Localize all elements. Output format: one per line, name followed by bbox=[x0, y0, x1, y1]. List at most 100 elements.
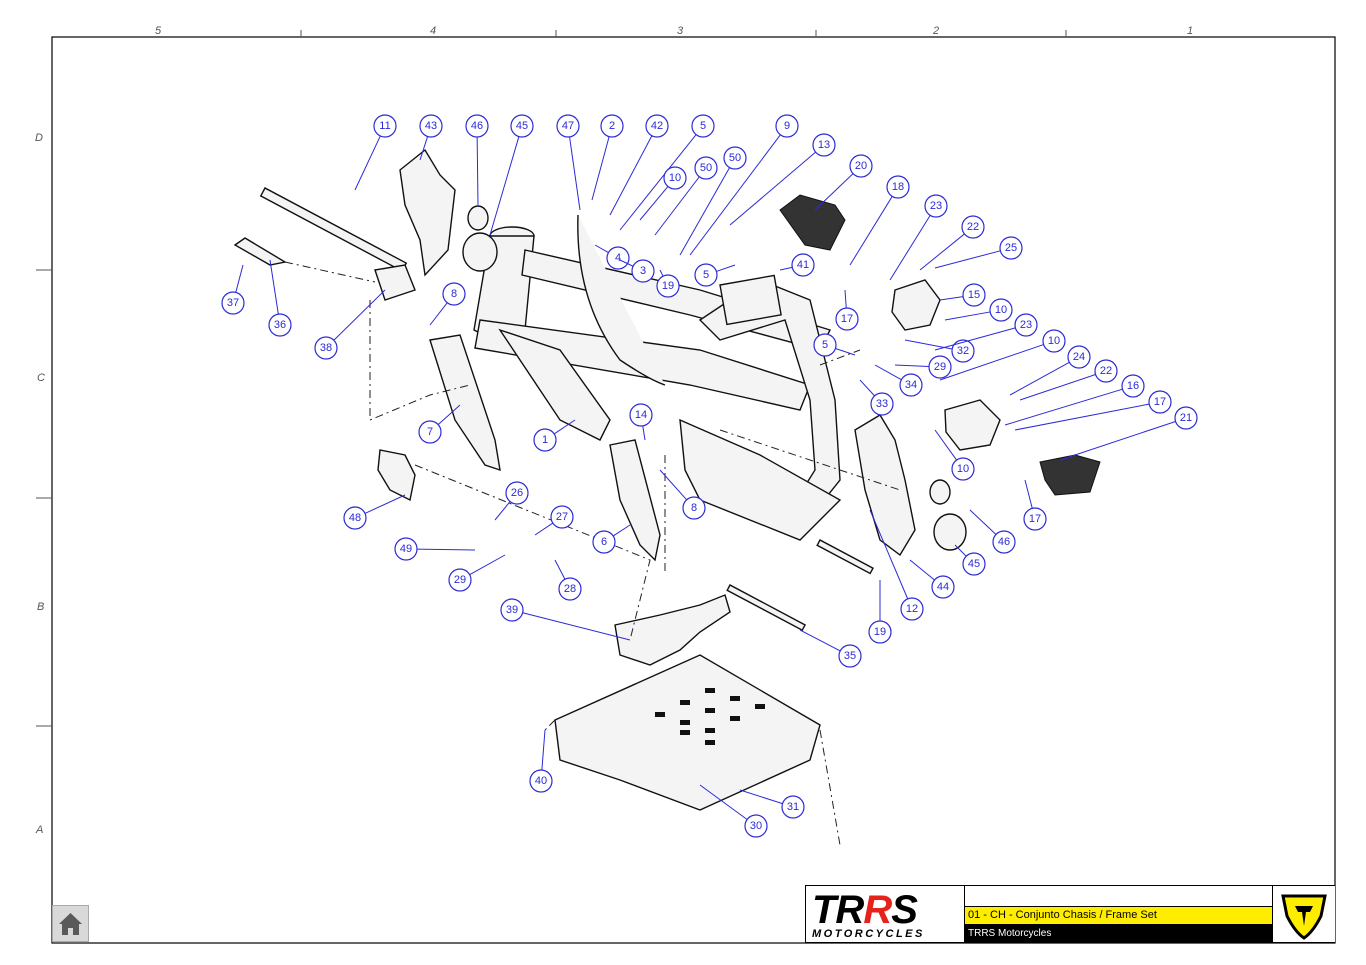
callout-number: 30 bbox=[750, 820, 762, 832]
callout-leader bbox=[639, 186, 669, 221]
callout-number: 19 bbox=[662, 280, 674, 292]
callout-circle bbox=[694, 156, 718, 180]
callout-number: 45 bbox=[968, 558, 980, 570]
callout-leader bbox=[814, 173, 854, 211]
shock-mount-bracket bbox=[719, 274, 782, 326]
callout-number: 39 bbox=[506, 604, 518, 616]
callout-balloon: 2 bbox=[591, 114, 624, 201]
trrs-logo: TRRS MOTORCYCLES bbox=[806, 886, 965, 942]
callout-circle bbox=[645, 114, 669, 138]
callout-leader bbox=[553, 419, 576, 435]
column-grid bbox=[36, 30, 1067, 727]
callout-balloon: 48 bbox=[343, 494, 406, 530]
callout-balloon: 25 bbox=[934, 236, 1023, 269]
callout-number: 33 bbox=[876, 398, 888, 410]
callout-circle bbox=[663, 166, 687, 190]
callout-leader bbox=[364, 494, 406, 514]
callout-number: 50 bbox=[700, 162, 712, 174]
column-label: 5 bbox=[155, 25, 162, 37]
callout-circle bbox=[529, 769, 553, 793]
callout-circle bbox=[744, 814, 768, 838]
callout-number: 22 bbox=[1100, 365, 1112, 377]
callout-leader bbox=[1024, 479, 1033, 509]
callout-leader bbox=[437, 404, 461, 426]
callout-balloon: 41 bbox=[779, 253, 815, 277]
callout-number: 15 bbox=[968, 289, 980, 301]
callout-leader bbox=[419, 136, 429, 161]
callout-balloon: 13 bbox=[729, 133, 836, 226]
callout-balloon: 5 bbox=[619, 114, 715, 231]
callout-leader bbox=[554, 559, 566, 580]
home-icon bbox=[59, 913, 82, 935]
skid-plate-slots bbox=[655, 688, 765, 745]
callout-number: 2 bbox=[609, 120, 615, 132]
home-button[interactable] bbox=[52, 905, 89, 942]
callout-balloon: 29 bbox=[894, 355, 952, 379]
callout-leader bbox=[594, 244, 609, 254]
centerline bbox=[719, 429, 901, 491]
centerline bbox=[369, 300, 471, 421]
callout-number: 49 bbox=[400, 543, 412, 555]
callout-balloon: 44 bbox=[909, 559, 955, 599]
frame-lower-cradle bbox=[679, 418, 842, 541]
callout-circle bbox=[1174, 406, 1198, 430]
rear-linkage bbox=[614, 594, 731, 666]
callout-leader bbox=[869, 509, 909, 600]
callout-circle bbox=[448, 568, 472, 592]
callout-number: 3 bbox=[640, 265, 646, 277]
callout-circle bbox=[221, 291, 245, 315]
callout-balloon: 27 bbox=[534, 505, 574, 536]
callout-number: 29 bbox=[934, 361, 946, 373]
callout-number: 17 bbox=[1154, 396, 1166, 408]
callout-balloon: 45 bbox=[489, 114, 534, 236]
centerline bbox=[284, 261, 376, 283]
callout-leader bbox=[1059, 421, 1176, 461]
callout-circle bbox=[600, 114, 624, 138]
callout-balloon: 28 bbox=[554, 559, 582, 601]
callout-balloon: 22 bbox=[1019, 359, 1118, 401]
callout-circle bbox=[868, 620, 892, 644]
callout-leader bbox=[609, 135, 653, 216]
callout-balloon: 23 bbox=[889, 194, 948, 281]
callout-circle bbox=[992, 530, 1016, 554]
callout-balloon: 17 bbox=[835, 289, 859, 331]
callout-balloon: 23 bbox=[934, 313, 1038, 351]
footpeg-left bbox=[779, 194, 846, 251]
callout-circle bbox=[1148, 390, 1172, 414]
rear-bracket-6 bbox=[609, 439, 661, 562]
callout-circle bbox=[533, 428, 557, 452]
callout-leader bbox=[619, 134, 697, 231]
callout-circle bbox=[550, 505, 574, 529]
callout-number: 42 bbox=[651, 120, 663, 132]
callout-leader bbox=[642, 425, 646, 441]
callout-circle bbox=[775, 114, 799, 138]
callout-balloon: 10 bbox=[939, 329, 1066, 381]
callout-balloon: 31 bbox=[739, 789, 805, 819]
callout-circle bbox=[373, 114, 397, 138]
callout-balloon: 17 bbox=[1014, 390, 1172, 431]
callout-balloon: 3 bbox=[619, 259, 655, 283]
callout-leader bbox=[874, 364, 902, 381]
callout-number: 1 bbox=[542, 434, 548, 446]
callout-balloon: 5 bbox=[813, 333, 856, 357]
callout-leader bbox=[729, 151, 816, 226]
row-label: A bbox=[35, 824, 43, 836]
footpeg-right bbox=[1039, 454, 1101, 496]
callout-circle bbox=[1014, 313, 1038, 337]
callout-circle bbox=[791, 253, 815, 277]
trrs-shield-icon bbox=[1272, 886, 1335, 942]
callout-leader bbox=[934, 429, 957, 461]
callout-number: 31 bbox=[787, 801, 799, 813]
callout-leader bbox=[939, 344, 1044, 381]
callout-number: 6 bbox=[601, 536, 607, 548]
callout-leader bbox=[779, 266, 793, 271]
callout-leader bbox=[849, 196, 893, 266]
callout-balloon: 42 bbox=[609, 114, 669, 216]
callout-circle bbox=[682, 496, 706, 520]
row-label: D bbox=[35, 132, 43, 144]
callout-number: 40 bbox=[535, 775, 547, 787]
callout-number: 10 bbox=[1048, 335, 1060, 347]
callout-circle bbox=[1042, 329, 1066, 353]
callout-balloon: 29 bbox=[448, 554, 506, 592]
callout-circle bbox=[268, 313, 292, 337]
